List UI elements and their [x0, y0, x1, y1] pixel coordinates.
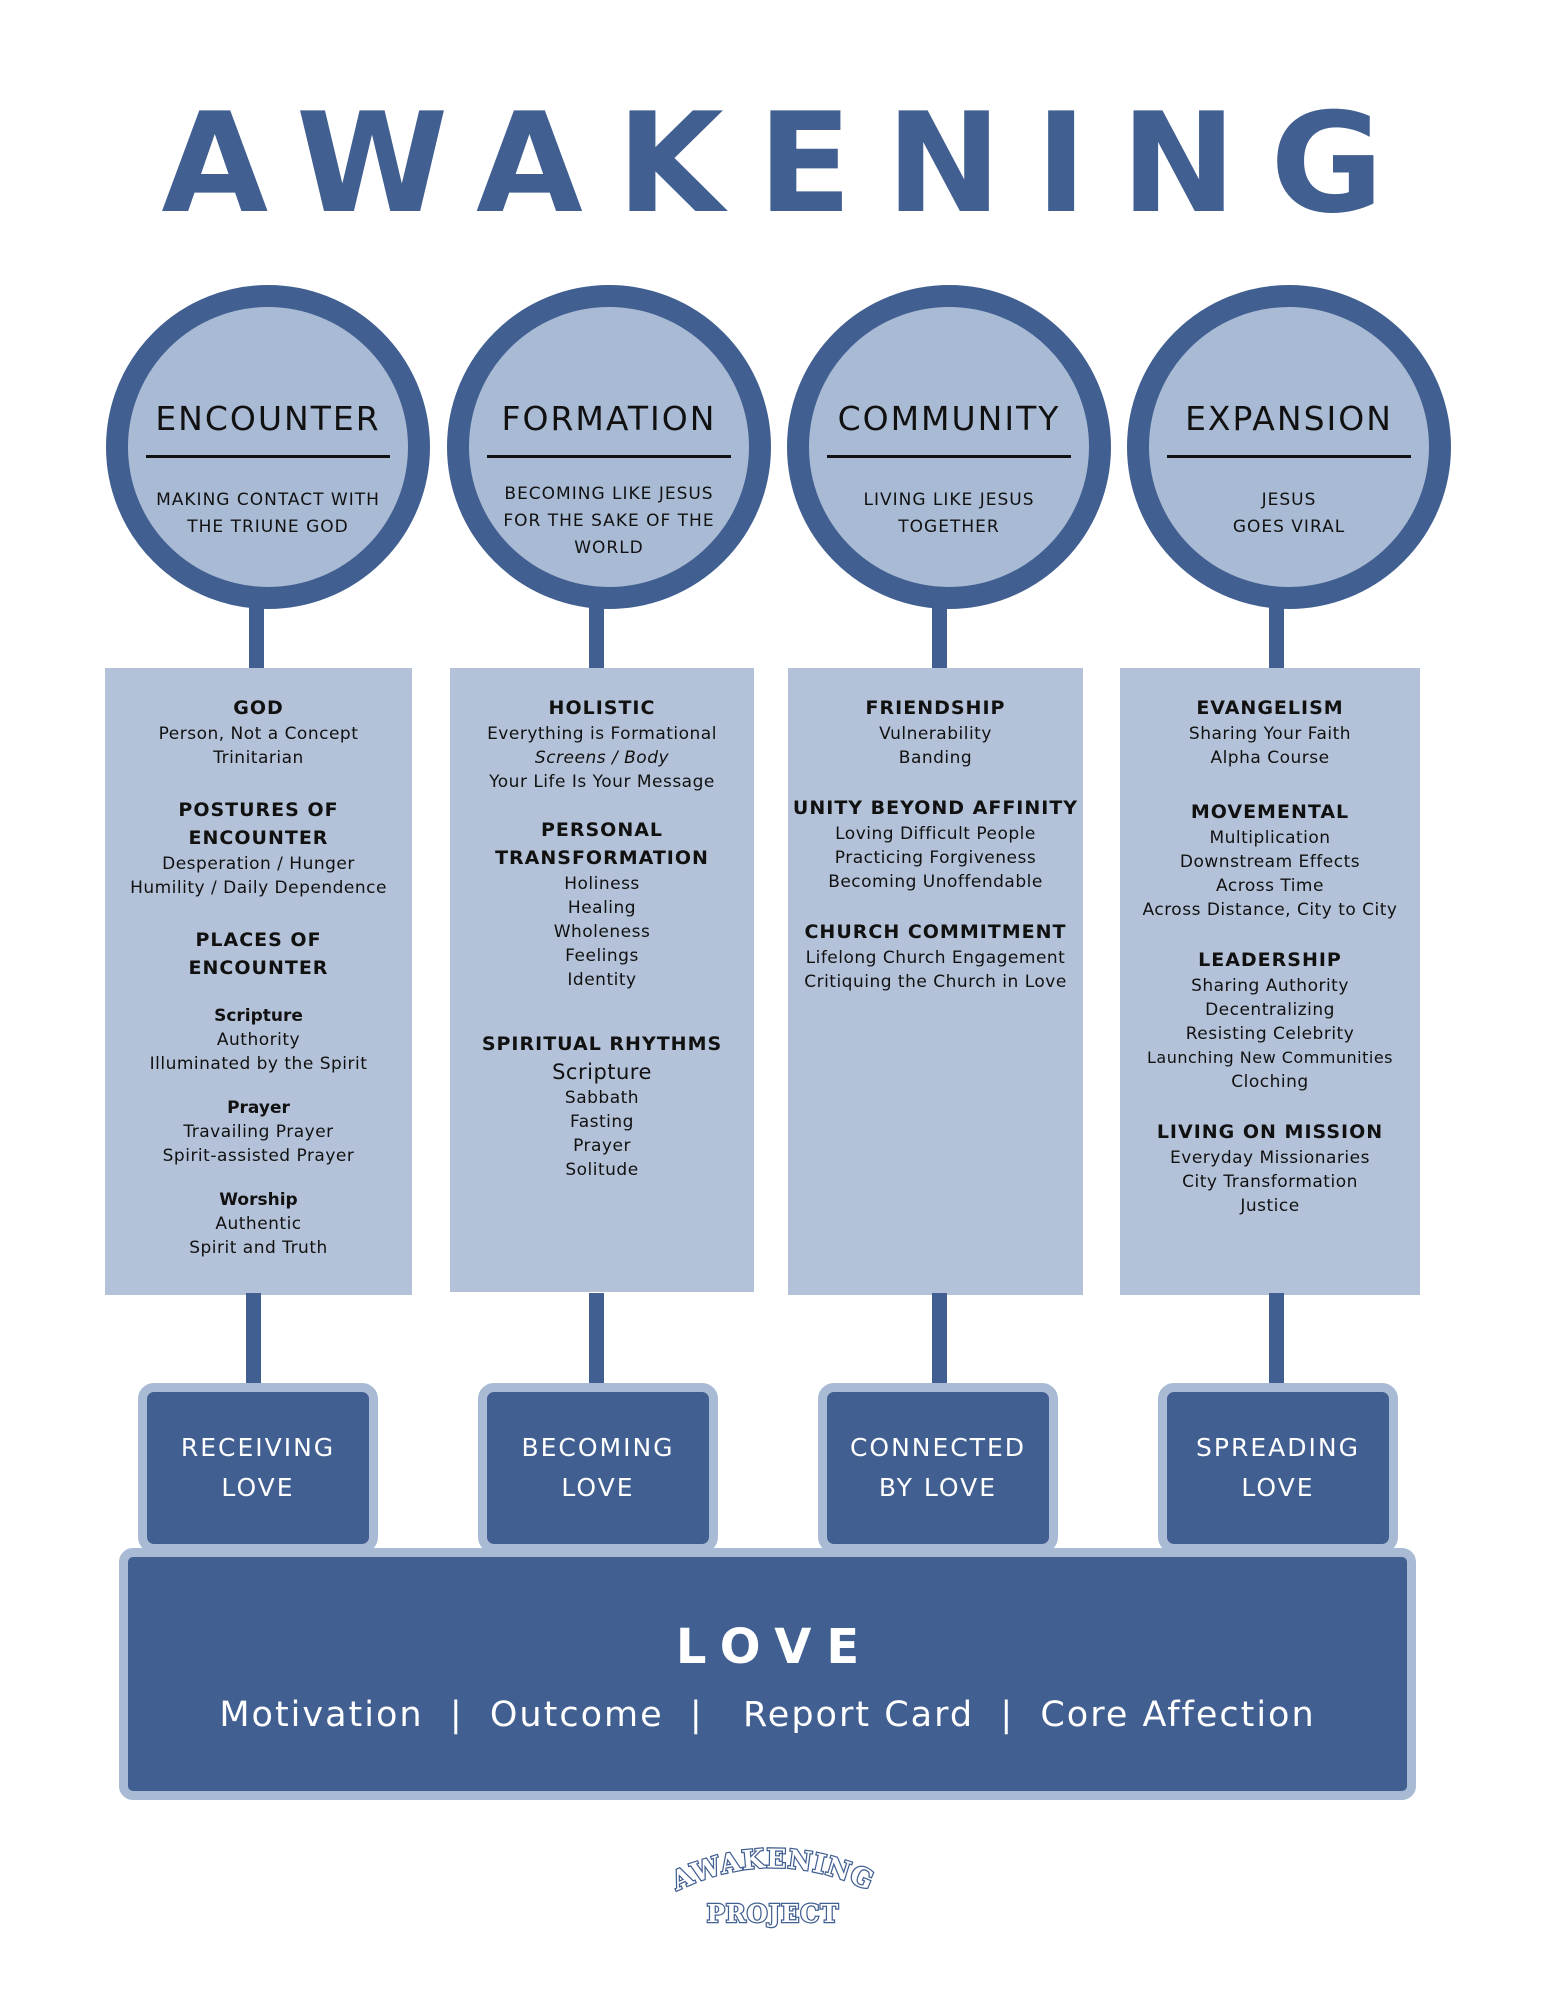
tab-becoming-love: BECOMING LOVE [478, 1383, 718, 1553]
section-prayer: Prayer Travailing Prayer Spirit-assisted… [162, 1098, 355, 1166]
section-church-commitment: CHURCH COMMITMENT Lifelong Church Engage… [804, 921, 1067, 992]
section-evangelism: EVANGELISM Sharing Your Faith Alpha Cour… [1188, 697, 1352, 768]
circle-title: FORMATION [501, 399, 717, 438]
logo-arc-text: AWAKENING [668, 1844, 878, 1897]
section-movemental: MOVEMENTAL Multiplication Downstream Eff… [1142, 801, 1398, 920]
section-living-on-mission: LIVING ON MISSION Everyday Missionaries … [1156, 1121, 1384, 1216]
circle-subtitle: JESUS GOES VIRAL [1232, 490, 1346, 537]
section-personal-transformation: PERSONAL TRANSFORMATION Holiness Healing… [495, 819, 709, 990]
circle-subtitle: MAKING CONTACT WITH THE TRIUNE GOD [156, 490, 380, 537]
circle-divider [146, 455, 390, 458]
section-god: GOD Person, Not a Concept Trinitarian [158, 697, 359, 768]
section-holistic: HOLISTIC Everything is Formational Scree… [487, 697, 717, 792]
section-leadership: LEADERSHIP Sharing Authority Decentraliz… [1146, 949, 1393, 1092]
circle-title: ENCOUNTER [155, 399, 381, 438]
tab-spreading-love: SPREADING LOVE [1158, 1383, 1398, 1553]
connector-encounter-bottom [246, 1293, 261, 1388]
circle-divider [827, 455, 1071, 458]
circle-formation: FORMATION BECOMING LIKE JESUS FOR THE SA… [447, 285, 771, 609]
love-title: LOVE [675, 1619, 875, 1675]
awakening-project-logo: AWAKENING PROJECT [668, 1843, 878, 1929]
circle-title: EXPANSION [1185, 399, 1393, 438]
section-unity-beyond-affinity: UNITY BEYOND AFFINITY Loving Difficult P… [792, 797, 1079, 892]
section-worship: Worship Authentic Spirit and Truth [189, 1190, 328, 1258]
section-places-of-encounter: PLACES OF ENCOUNTER [188, 929, 329, 979]
page-title: AWAKENING [161, 83, 1418, 244]
circle-subtitle: BECOMING LIKE JESUS FOR THE SAKE OF THE … [503, 484, 715, 558]
circle-encounter: ENCOUNTER MAKING CONTACT WITH THE TRIUNE… [106, 285, 430, 609]
circle-expansion: EXPANSION JESUS GOES VIRAL [1127, 285, 1451, 609]
circle-divider [1167, 455, 1411, 458]
circle-title: COMMUNITY [837, 399, 1061, 438]
connector-expansion-bottom [1269, 1293, 1284, 1388]
section-postures-of-encounter: POSTURES OF ENCOUNTER Desperation / Hung… [130, 799, 387, 898]
circle-divider [487, 455, 731, 458]
circle-subtitle: LIVING LIKE JESUS TOGETHER [863, 490, 1035, 537]
section-friendship: FRIENDSHIP Vulnerability Banding [865, 697, 1006, 768]
panel-community: FRIENDSHIP Vulnerability Banding UNITY B… [788, 668, 1083, 1295]
tab-connected-by-love: CONNECTED BY LOVE [818, 1383, 1058, 1553]
love-subtitle: Motivation | Outcome | Report Card | Cor… [219, 1695, 1316, 1735]
circle-community: COMMUNITY LIVING LIKE JESUS TOGETHER [787, 285, 1111, 609]
section-scripture: Scripture Authority Illuminated by the S… [149, 1006, 368, 1074]
panel-expansion: EVANGELISM Sharing Your Faith Alpha Cour… [1120, 668, 1420, 1295]
love-foundation: LOVE Motivation | Outcome | Report Card … [119, 1548, 1416, 1800]
section-spiritual-rhythms: SPIRITUAL RHYTHMS Scripture Sabbath Fast… [481, 1033, 723, 1180]
panel-formation: HOLISTIC Everything is Formational Scree… [450, 668, 754, 1292]
connector-community-bottom [932, 1293, 947, 1388]
panel-encounter: GOD Person, Not a Concept Trinitarian PO… [105, 668, 412, 1295]
tab-receiving-love: RECEIVING LOVE [138, 1383, 378, 1553]
connector-formation-bottom [589, 1293, 604, 1388]
logo-bottom-text: PROJECT [707, 1899, 840, 1928]
